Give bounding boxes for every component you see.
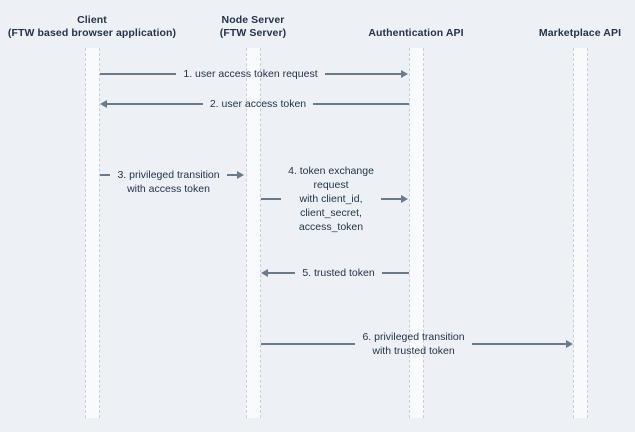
- message-msg-3: 3. privileged transition with access toke…: [100, 168, 245, 196]
- actor-title-client: Client(FTW based browser application): [0, 0, 202, 40]
- message-line: [471, 343, 567, 345]
- message-line: [261, 343, 356, 345]
- arrowhead-right-icon: [237, 171, 245, 179]
- lifeline-node-server: [246, 48, 261, 418]
- message-label-line: 3. privileged transition: [117, 169, 220, 181]
- message-label-line: client_secret,: [300, 207, 362, 219]
- arrowhead-right-icon: [401, 70, 408, 78]
- message-line: [380, 198, 402, 200]
- message-msg-6: 6. privileged transition with trusted tok…: [261, 330, 574, 358]
- message-label: 5. trusted token: [302, 266, 374, 280]
- message-line: [100, 174, 111, 176]
- arrowhead-right-icon: [566, 340, 574, 348]
- message-label-line: with client_id,: [299, 193, 363, 205]
- arrowhead-left-icon: [261, 269, 268, 277]
- message-msg-5: 5. trusted token: [261, 266, 410, 280]
- arrowhead-left-icon: [100, 100, 107, 108]
- message-line: [313, 103, 409, 105]
- message-label: 3. privileged transition with access toke…: [117, 168, 219, 196]
- message-label: 4. token exchange request with client_id,c…: [288, 164, 374, 234]
- actor-title-line: Authentication API: [368, 27, 464, 39]
- message-label-line: with access token: [127, 183, 210, 195]
- message-label-line: 4. token exchange: [288, 165, 374, 177]
- lifeline-client: [85, 48, 100, 418]
- message-line: [261, 198, 282, 200]
- actor-title-line: Client: [77, 14, 107, 26]
- actor-title-auth-api: Authentication API: [306, 0, 526, 40]
- message-label-line: 5. trusted token: [302, 267, 375, 279]
- message-label: 1. user access token request: [183, 67, 317, 81]
- message-line: [226, 174, 238, 176]
- message-label-line: with trusted token: [372, 345, 455, 357]
- actor-title-line: Marketplace API: [538, 27, 622, 39]
- message-msg-1: 1. user access token request: [100, 67, 408, 81]
- arrowhead-right-icon: [401, 195, 409, 203]
- message-msg-2: 2. user access token: [100, 97, 409, 111]
- actor-title-line: (FTW Server): [219, 27, 287, 39]
- message-label-line: 1. user access token request: [183, 68, 318, 80]
- message-line: [100, 73, 177, 75]
- message-msg-4: 4. token exchange request with client_id,c…: [261, 164, 409, 234]
- actor-title-line: (FTW based browser application): [7, 27, 177, 39]
- message-label: 2. user access token: [210, 97, 306, 111]
- message-label: 6. privileged transition with trusted tok…: [362, 330, 464, 358]
- actor-title-line: Node Server: [221, 14, 285, 26]
- message-label-line: 2. user access token: [209, 98, 307, 110]
- message-line: [268, 272, 296, 274]
- message-label-line: request: [313, 179, 349, 191]
- message-line: [381, 272, 410, 274]
- message-label-line: access_token: [298, 221, 364, 233]
- actor-title-marketplace-api: Marketplace API: [470, 0, 635, 40]
- actor-title-node-server: Node Server(FTW Server): [143, 0, 363, 40]
- lifeline-marketplace-api: [573, 48, 588, 418]
- lifeline-auth-api: [409, 48, 424, 418]
- message-line: [107, 103, 203, 105]
- message-line: [324, 73, 401, 75]
- message-label-line: 6. privileged transition: [362, 331, 465, 343]
